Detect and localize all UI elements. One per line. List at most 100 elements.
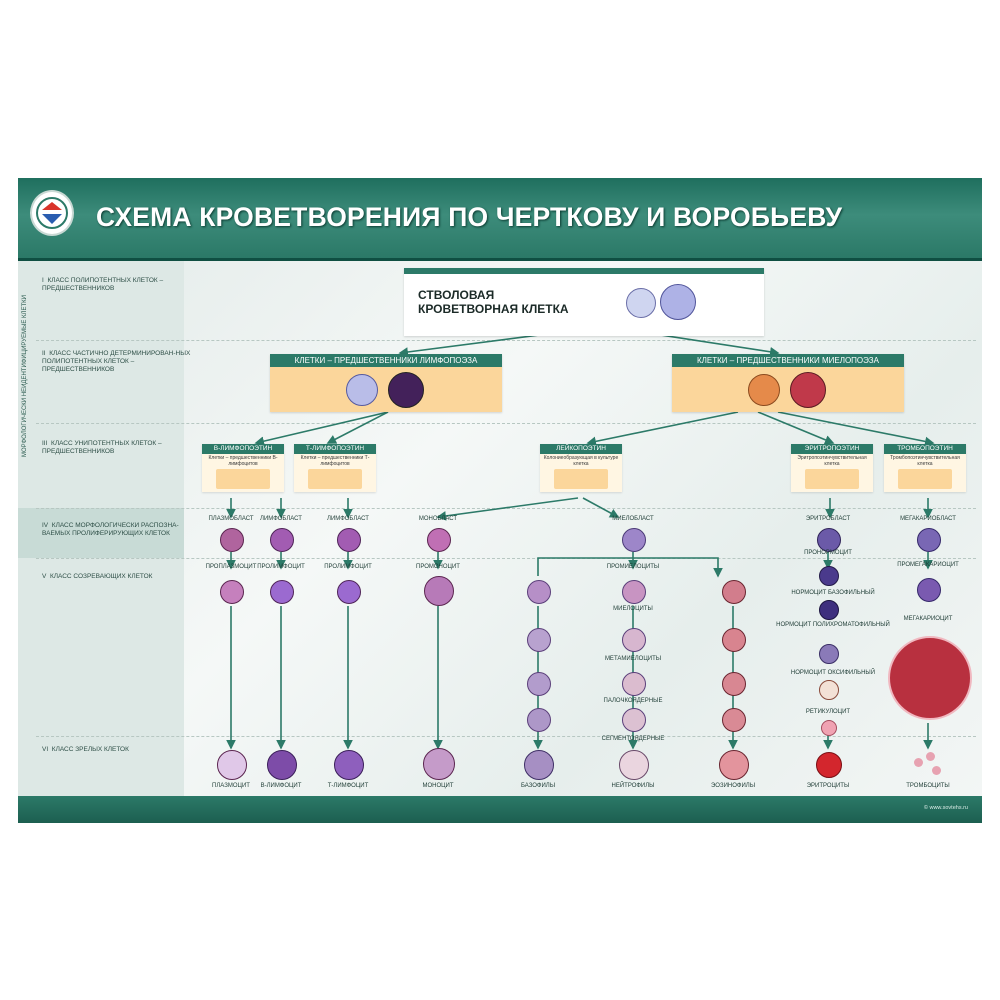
poetin-box-leuko: ЛЕЙКОПОЭТИН Колониеобразующая в культуре… <box>540 444 622 492</box>
t-lymphocyte-cell <box>334 750 364 780</box>
row-divider <box>36 736 976 737</box>
poetin-cells <box>216 469 270 489</box>
label-myelocytes: МИЕЛОЦИТЫ <box>613 606 653 612</box>
poetin-box-b: В-ЛИМФОПОЭТИН Клетки – предшественники В… <box>202 444 284 492</box>
row-label-iv: IV КЛАСС МОРФОЛОГИЧЕСКИ РАСПОЗНА-ВАЕМЫХ … <box>42 522 179 537</box>
proplasmocyte-cell <box>220 580 244 604</box>
label-neutrophils: НЕЙТРОФИЛЫ <box>611 783 655 789</box>
label-monocyte: МОНОЦИТ <box>422 783 454 789</box>
label-thrombocytes: ТРОМБОЦИТЫ <box>906 783 950 789</box>
band-cell <box>622 708 646 732</box>
erythroblast-cell <box>817 528 841 552</box>
normocyte-polychromatophilic-cell <box>819 644 839 664</box>
lymphoblast-cell <box>270 528 294 552</box>
normocyte-basophilic-cell <box>819 600 839 620</box>
pronormocyte-cell <box>819 566 839 586</box>
thrombocyte-cell <box>926 752 935 761</box>
poster: СХЕМА КРОВЕТВОРЕНИЯ ПО ЧЕРТКОВУ И ВОРОБЬ… <box>18 178 982 823</box>
precursor-cell-icon <box>388 372 424 408</box>
label-normocyte-baso: НОРМОЦИТ БАЗОФИЛЬНЫЙ <box>791 590 875 596</box>
label-prolymphocyte: ПРОЛИМФОЦИТ <box>324 564 372 570</box>
label-proplasmocyte: ПРОПЛАЗМОЦИТ <box>205 564 257 570</box>
promyelocyte-cell <box>622 580 646 604</box>
thrombocyte-cell <box>914 758 923 767</box>
label-normocyte-poly: НОРМОЦИТ ПОЛИХРОМАТОФИЛЬНЫЙ <box>776 622 890 628</box>
precursor-cell-icon <box>346 374 378 406</box>
label-plasmocyte: ПЛАЗМОЦИТ <box>212 783 250 789</box>
label-promegakaryocyte: ПРОМЕГАКАРИОЦИТ <box>897 562 959 568</box>
header-banner: СХЕМА КРОВЕТВОРЕНИЯ ПО ЧЕРТКОВУ И ВОРОБЬ… <box>18 178 982 260</box>
label-megakaryoblast: МЕГАКАРИОБЛАСТ <box>900 516 956 522</box>
lymphopoiesis-precursor-title: КЛЕТКИ – ПРЕДШЕСТВЕННИКИ ЛИМФОПОЭЗА <box>270 354 502 367</box>
row-divider <box>36 558 976 559</box>
myeloblast-cell <box>622 528 646 552</box>
poetin-cells <box>898 469 952 489</box>
poetin-subtitle: Колониеобразующая в культуре клетка <box>543 455 619 467</box>
label-myeloblast: МИЕЛОБЛАСТ <box>612 516 654 522</box>
label-normocyte-oxy: НОРМОЦИТ ОКСИФИЛЬНЫЙ <box>790 670 876 676</box>
erythrocyte-cell <box>816 752 842 778</box>
label-megakaryocyte: МЕГАКАРИОЦИТ <box>903 616 953 622</box>
poetin-title: ЛЕЙКОПОЭТИН <box>540 444 622 454</box>
label-pronormocyte: ПРОНОРМОЦИТ <box>804 550 852 556</box>
stem-cell-box: СТВОЛОВАЯ КРОВЕТВОРНАЯ КЛЕТКА <box>404 268 764 336</box>
poetin-box-erythro: ЭРИТРОПОЭТИН Эритропоэтинчувствительная … <box>791 444 873 492</box>
metamyelocyte-cell <box>622 672 646 696</box>
poetin-title: ТРОМБОПОЭТИН <box>884 444 966 454</box>
reticulocyte-cell <box>821 720 837 736</box>
label-erythrocytes: ЭРИТРОЦИТЫ <box>806 783 850 789</box>
label-promyelocytes: ПРОМИЕЛОЦИТЫ <box>606 564 660 570</box>
label-basophils: БАЗОФИЛЫ <box>520 783 556 789</box>
metamyelocyte-cell <box>722 672 746 696</box>
row-label-ii: II КЛАСС ЧАСТИЧНО ДЕТЕРМИНИРОВАН-НЫХ ПОЛ… <box>42 350 191 373</box>
lymphoblast-cell <box>337 528 361 552</box>
label-promonocyte: ПРОМОНОЦИТ <box>416 564 460 570</box>
footer-bar: © www.sovtehs.ru <box>18 796 982 823</box>
label-t-lymphocyte: Т-ЛИМФОЦИТ <box>327 783 369 789</box>
monoblast-cell <box>427 528 451 552</box>
label-metamyelocytes: МЕТАМИЕЛОЦИТЫ <box>604 656 662 662</box>
stem-cell-title: СТВОЛОВАЯ КРОВЕТВОРНАЯ КЛЕТКА <box>418 288 569 316</box>
row-divider <box>36 423 976 424</box>
poetin-subtitle: Клетки – предшественники В-лимфоцитов <box>208 455 278 467</box>
poetin-cells <box>805 469 859 489</box>
basophil-cell <box>524 750 554 780</box>
poetin-title: Т-ЛИМФОПОЭТИН <box>294 444 376 454</box>
lymphopoiesis-precursor-box: КЛЕТКИ – ПРЕДШЕСТВЕННИКИ ЛИМФОПОЭЗА <box>270 354 502 412</box>
poetin-subtitle: Эритропоэтинчувствительная клетка <box>797 455 867 467</box>
myelocyte-cell <box>722 628 746 652</box>
prolymphocyte-cell <box>337 580 361 604</box>
metamyelocyte-cell <box>527 672 551 696</box>
row-label-i: I КЛАСС ПОЛИПОТЕНТНЫХ КЛЕТОК – ПРЕДШЕСТВ… <box>42 277 164 292</box>
label-lymphoblast: ЛИМФОБЛАСТ <box>327 516 369 522</box>
label-b-lymphocyte: В-ЛИМФОЦИТ <box>260 783 302 789</box>
label-eosinophils: ЭОЗИНОФИЛЫ <box>710 783 756 789</box>
promonocyte-cell <box>424 576 454 606</box>
label-segmented-cells: СЕГМЕНТОЯДЕРНЫЕ <box>601 736 665 742</box>
row-label-iii: III КЛАСС УНИПОТЕНТНЫХ КЛЕТОК – ПРЕДШЕСТ… <box>42 440 162 455</box>
myelopoiesis-precursor-title: КЛЕТКИ – ПРЕДШЕСТВЕННИКИ МИЕЛОПОЭЗА <box>672 354 904 367</box>
plasmoblast-cell <box>220 528 244 552</box>
precursor-cell-icon <box>790 372 826 408</box>
poetin-cells <box>308 469 362 489</box>
prolymphocyte-cell <box>270 580 294 604</box>
promyelocyte-cell <box>527 580 551 604</box>
band-cell <box>527 708 551 732</box>
label-erythroblast: ЭРИТРОБЛАСТ <box>805 516 851 522</box>
row-divider <box>36 340 976 341</box>
footer-credit: © www.sovtehs.ru <box>923 805 968 811</box>
stem-cell-icon <box>660 284 696 320</box>
megakaryocyte-cell <box>888 636 972 720</box>
emblem-logo <box>30 190 74 236</box>
label-plasmoblast: ПЛАЗМОБЛАСТ <box>208 516 254 522</box>
label-lymphoblast: ЛИМФОБЛАСТ <box>260 516 302 522</box>
poetin-box-thrombo: ТРОМБОПОЭТИН Тромбопоэтинчувствительная … <box>884 444 966 492</box>
poetin-title: В-ЛИМФОПОЭТИН <box>202 444 284 454</box>
poetin-box-t: Т-ЛИМФОПОЭТИН Клетки – предшественники Т… <box>294 444 376 492</box>
row-label-v: V КЛАСС СОЗРЕВАЮЩИХ КЛЕТОК <box>42 573 153 580</box>
label-reticulocyte: РЕТИКУЛОЦИТ <box>805 709 851 715</box>
stem-cell-icon <box>626 288 656 318</box>
b-lymphocyte-cell <box>267 750 297 780</box>
poetin-title: ЭРИТРОПОЭТИН <box>791 444 873 454</box>
promegakaryocyte-cell <box>917 578 941 602</box>
